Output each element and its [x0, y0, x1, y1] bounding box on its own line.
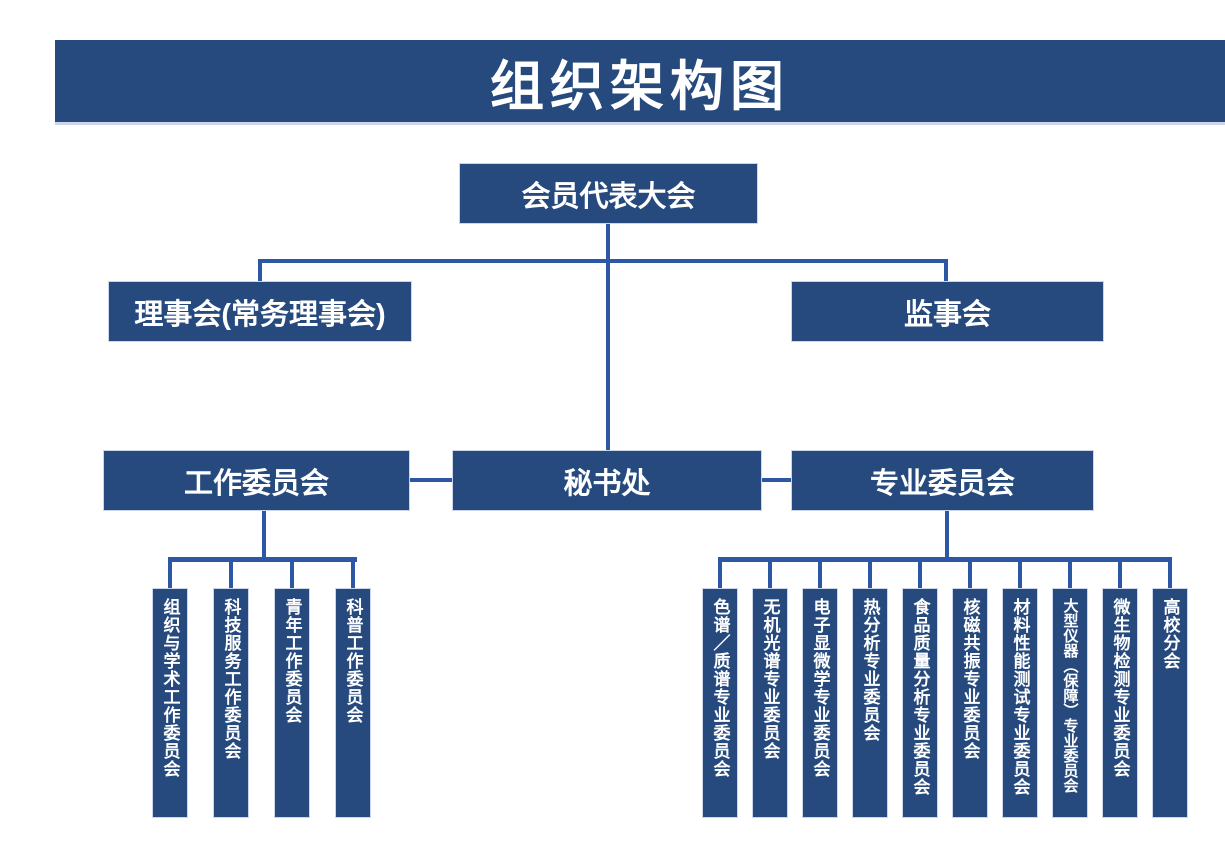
node-prof-sub-chromatography-mass-spec: 色谱／质谱专业委员会	[702, 588, 738, 818]
connector-professional-stub	[818, 557, 822, 588]
connector-work-drop	[262, 511, 266, 560]
connector-professional-stub	[1118, 557, 1122, 588]
node-label: 电子显微学专业委员会	[810, 598, 830, 778]
node-label: 科技服务工作委员会	[221, 598, 241, 760]
connector-professional-stub	[1168, 557, 1172, 588]
node-prof-sub-inorganic-spectroscopy: 无机光谱专业委员会	[752, 588, 788, 818]
node-professional-committee: 专业委员会	[791, 450, 1094, 511]
connector-work-secretariat	[410, 478, 452, 482]
node-label: 材料性能测试专业委员会	[1010, 598, 1030, 796]
node-label: 微生物检测专业委员会	[1110, 598, 1130, 778]
connector-council-drop	[258, 259, 262, 282]
node-prof-sub-thermal-analysis: 热分析专业委员会	[852, 588, 888, 818]
node-prof-sub-material-testing: 材料性能测试专业委员会	[1002, 588, 1038, 818]
connector-supervisory-drop	[944, 259, 948, 282]
connector-professional-drop	[945, 511, 949, 560]
node-label: 食品质量分析专业委员会	[910, 598, 930, 796]
node-label: 高校分会	[1160, 598, 1180, 670]
connector-professional-bar	[718, 557, 1172, 562]
node-work-sub-tech-service: 科技服务工作委员会	[213, 588, 249, 818]
node-council: 理事会(常务理事会)	[108, 281, 412, 342]
connector-root-vertical	[606, 224, 610, 450]
connector-work-bar	[168, 557, 357, 562]
node-work-sub-organization-academic: 组织与学术工作委员会	[152, 588, 188, 818]
node-work-sub-youth: 青年工作委员会	[274, 588, 310, 818]
page-title: 组织架构图	[490, 56, 790, 117]
connector-professional-stub	[968, 557, 972, 588]
connector-work-stub	[229, 557, 233, 588]
node-label: 大型仪器（保障）专业委员会	[1061, 598, 1079, 793]
node-label: 组织与学术工作委员会	[160, 598, 180, 778]
node-label: 热分析专业委员会	[860, 598, 880, 742]
node-label: 核磁共振专业委员会	[960, 598, 980, 760]
connector-work-stub	[351, 557, 355, 588]
connector-professional-stub	[1068, 557, 1072, 588]
node-prof-sub-nmr: 核磁共振专业委员会	[952, 588, 988, 818]
node-prof-sub-microbial-detection: 微生物检测专业委员会	[1102, 588, 1138, 818]
connector-professional-stub	[918, 557, 922, 588]
node-prof-sub-large-instruments: 大型仪器（保障）专业委员会	[1052, 588, 1088, 818]
node-label: 科普工作委员会	[343, 598, 363, 724]
connector-level2-branch	[258, 259, 948, 263]
node-member-congress: 会员代表大会	[459, 163, 758, 224]
title-banner: 组织架构图	[55, 40, 1225, 125]
connector-professional-stub	[768, 557, 772, 588]
connector-work-stub	[290, 557, 294, 588]
connector-professional-stub	[718, 557, 722, 588]
node-label: 青年工作委员会	[282, 598, 302, 724]
connector-professional-stub	[1018, 557, 1022, 588]
node-prof-sub-university-branch: 高校分会	[1152, 588, 1188, 818]
connector-professional-stub	[868, 557, 872, 588]
connector-work-stub	[168, 557, 172, 588]
node-prof-sub-food-quality-analysis: 食品质量分析专业委员会	[902, 588, 938, 818]
connector-secretariat-professional	[762, 478, 791, 482]
node-secretariat: 秘书处	[452, 450, 762, 511]
node-supervisory-board: 监事会	[791, 281, 1104, 342]
node-work-committee: 工作委员会	[103, 450, 410, 511]
node-work-sub-science-popularization: 科普工作委员会	[335, 588, 371, 818]
node-label: 色谱／质谱专业委员会	[710, 598, 730, 778]
node-label: 无机光谱专业委员会	[760, 598, 780, 760]
node-prof-sub-electron-microscopy: 电子显微学专业委员会	[802, 588, 838, 818]
